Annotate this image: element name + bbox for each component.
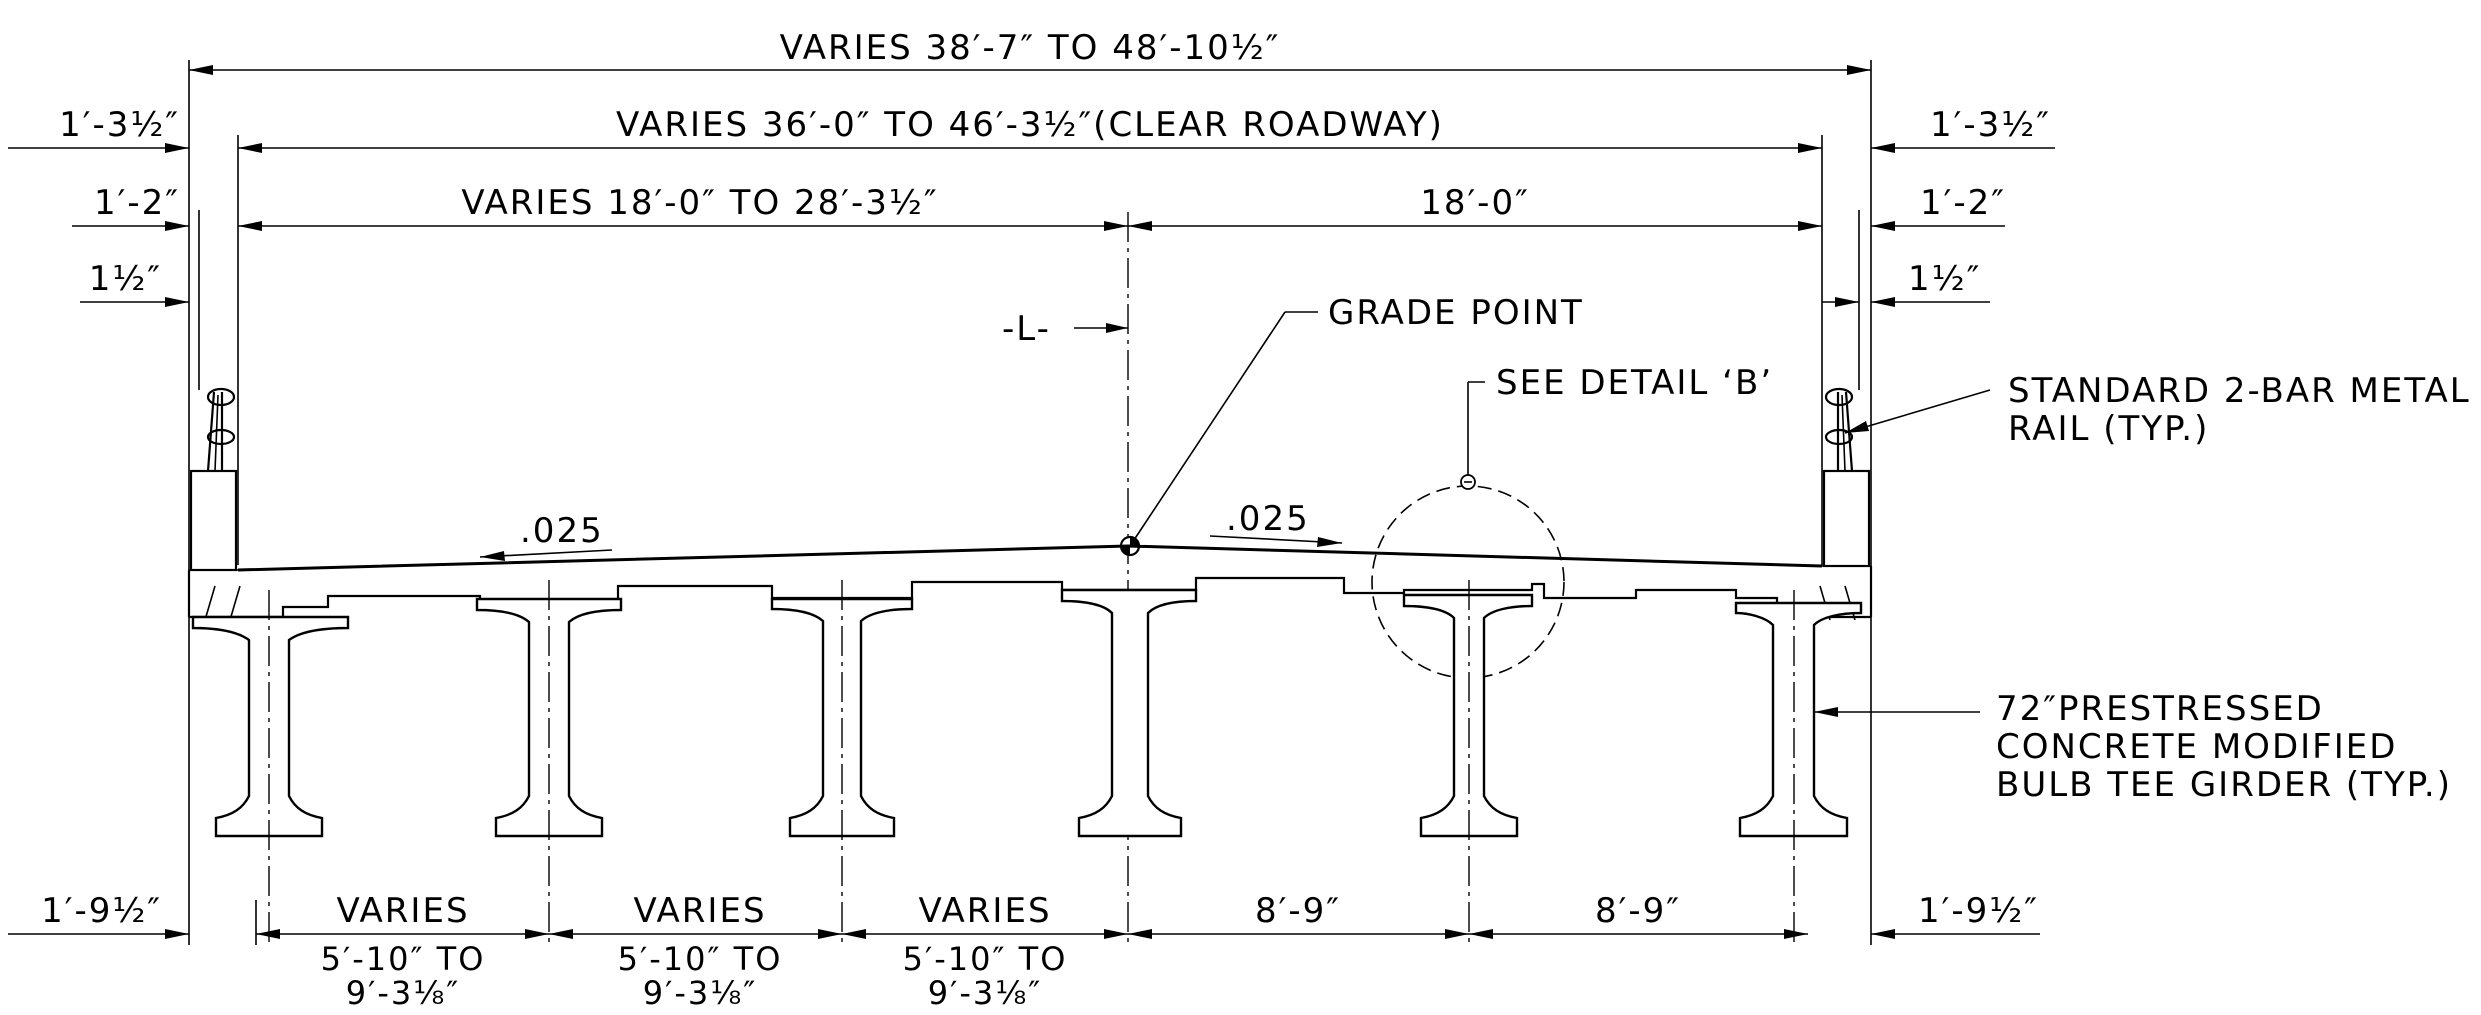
right-overhang-label: 1′-9½″ (1918, 891, 2039, 931)
right-offset-label: 1½″ (1908, 259, 1981, 299)
girder-1 (191, 615, 350, 838)
girder-note-line2: CONCRETE MODIFIED (1996, 727, 2397, 767)
girder-note-line3: BULB TEE GIRDER (TYP.) (1996, 765, 2452, 805)
slope-left-label: .025 (520, 511, 604, 551)
dimension-clear-roadway (238, 143, 1822, 153)
spacing-2-range: 5′-10″ TO (618, 940, 783, 978)
right-barrier-label: 1′-2″ (1920, 183, 2006, 223)
deck-slab (187, 544, 1873, 621)
left-barrier-label: 1′-2″ (94, 183, 180, 223)
grade-point-label: GRADE POINT (1328, 293, 1584, 333)
girder-3 (770, 597, 914, 838)
spacing-1-label: VARIES (336, 891, 469, 931)
left-side-dims (8, 143, 189, 939)
girder-5 (1402, 593, 1534, 838)
spacing-3-range: 5′-10″ TO (903, 940, 1068, 978)
right-lane-label: 18′-0″ (1420, 183, 1530, 223)
grade-point-leader (1119, 311, 1318, 557)
girder-2 (475, 597, 623, 838)
extension-lines (188, 60, 1872, 945)
centerline-tag (1074, 323, 1128, 333)
spacing-3-range2: 9′-3⅛″ (928, 974, 1043, 1012)
right-side-dims (1822, 143, 2055, 939)
girder-6 (1734, 601, 1863, 838)
left-lane-label: VARIES 18′-0″ TO 28′-3½″ (461, 183, 938, 223)
spacing-1-range: 5′-10″ TO (321, 940, 486, 978)
detail-b-label: SEE DETAIL ‘B’ (1496, 363, 1773, 403)
overall-width-label: VARIES 38′-7″ TO 48′-10½″ (780, 28, 1281, 68)
girder-leader (1814, 707, 1980, 717)
left-barrier-total-label: 1′-3½″ (59, 105, 180, 145)
spacing-3-label: VARIES (918, 891, 1051, 931)
slope-left (479, 549, 613, 561)
slope-right-label: .025 (1226, 499, 1310, 539)
spacing-1-range2: 9′-3⅛″ (346, 974, 461, 1012)
spacing-2-range2: 9′-3⅛″ (643, 974, 758, 1012)
centerline-label: -L- (1002, 309, 1051, 349)
dimension-lanes (238, 221, 1822, 231)
girder-spacing-dims (255, 900, 1808, 945)
clear-roadway-label: VARIES 36′-0″ TO 46′-3½″(CLEAR ROADWAY) (616, 105, 1444, 145)
right-barrier-total-label: 1′-3½″ (1930, 105, 2051, 145)
spacing-5-label: 8′-9″ (1595, 891, 1681, 931)
left-barrier (189, 387, 238, 572)
rail-leader (1844, 389, 1991, 434)
spacing-2-label: VARIES (633, 891, 766, 931)
girder-note-line1: 72″PRESTRESSED (1996, 689, 2324, 729)
left-overhang-label: 1′-9½″ (41, 891, 162, 931)
slope-right (1209, 535, 1343, 547)
dimension-overall (189, 65, 1871, 75)
rail-note-line1: STANDARD 2-BAR METAL (2008, 371, 2471, 411)
girder-4 (1060, 588, 1198, 838)
spacing-4-label: 8′-9″ (1255, 891, 1341, 931)
left-offset-label: 1½″ (89, 259, 162, 299)
girders (191, 580, 1863, 945)
right-barrier (1822, 387, 1871, 568)
rail-note-line2: RAIL (TYP.) (2008, 409, 2209, 449)
